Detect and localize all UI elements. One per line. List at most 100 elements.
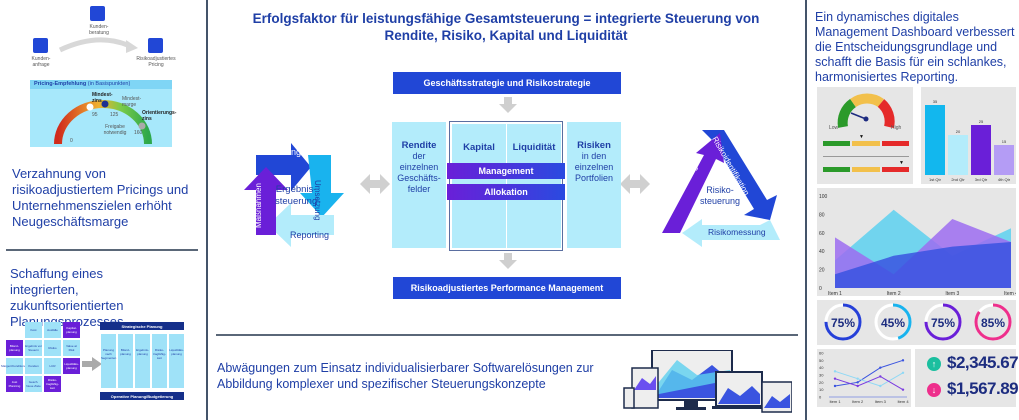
y-tick-label: 20 [819,268,825,274]
line-point [901,371,905,374]
x-tick-label: Item 4 [897,399,909,404]
bar-value-label: 35 [933,99,938,104]
ring-label: 85% [981,316,1005,330]
bar-value-label: 15 [1002,139,1007,144]
line-point [856,377,859,380]
y-tick-label: 0 [819,286,822,292]
x-tick-label: Item 3 [945,291,959,296]
line-point [833,384,837,388]
planning-tile: Kapital-planung [63,322,80,338]
bar-1 [925,105,945,175]
level-bar-1 [823,141,909,146]
x-tick-label: Item 3 [875,399,887,404]
double-arrow-left [360,174,390,194]
title-line-1: Erfolgsfaktor für leistungsfähige Gesamt… [252,11,760,26]
cycle-center-line1: Ergebnis- [275,184,317,195]
planning-tile: Margen/Konditionen [1,358,28,374]
risk-center-line2: steuerung [700,196,741,206]
management-bar: Management [447,163,565,179]
caption-dashboard: Ein dynamisches digitales Management Das… [815,10,1015,84]
flow-arrow [58,37,138,53]
bar-category-label: 2nd Qtr [951,177,965,182]
cycle-reporting: Reporting [290,230,330,240]
y-tick-label: 100 [819,194,828,200]
strategy-banner: Geschäftsstrategie und Risikostrategie [393,72,621,94]
bar-3 [971,125,991,175]
ring-progress [974,303,1012,341]
planning-tile: Risiko-tragfähig-keit [44,376,61,392]
x-tick-label: Item 1 [828,291,842,296]
arrow-down-top [499,97,517,113]
caption-pricing: Verzahnung von risikoadjustiertem Pricin… [12,166,189,229]
performance-banner: Risikoadjustiertes Performance Managemen… [393,277,621,299]
amount-value: $1,567.89 [947,379,1019,398]
line-point [856,384,859,388]
allokation-bar: Allokation [447,184,565,200]
bar-category-label: 4th Qtr [998,177,1011,182]
level-bar-2 [823,167,909,172]
bar-4 [994,145,1014,175]
label-min-marge: Mindest-marge [122,96,142,108]
line-point [833,370,837,373]
liquiditaet-label: Liquidität [512,142,556,153]
result-steering-cycle [244,143,344,247]
title-line-2: Rendite, Risiko, Kapital und Liquidität [384,28,628,43]
pricing-gauge [54,100,152,145]
x-tick-label: Item 1 [829,399,841,404]
y-tick-label: 30 [819,373,824,378]
line-point [833,377,837,380]
column-risiken: Risiken in den einzelnen Portfolien [567,122,621,248]
amount-value: $2,345.67 [947,353,1019,372]
risiken-line1: in den [581,151,607,161]
rendite-label: Rendite [401,140,437,151]
line-series-S3 [834,375,904,391]
line-series-S2 [834,370,904,387]
tick-160: 160 [134,130,143,136]
y-tick-label: 0 [819,395,822,400]
kpi-panel: 75%45%75%85% [817,300,1016,345]
gauge-low: Low [829,125,839,131]
label-freigabe: Freigabe notwendig [103,124,127,136]
step-risk-pricing: Risikoadjustiertes Pricing [136,56,176,68]
cycle-planung: Planung [268,147,302,157]
planning-tile: Kunden [25,358,42,374]
cycle-massnahmen: Maßnahmen [254,183,263,228]
speed-gauge [837,93,895,129]
divider-left [206,0,208,420]
gauge-divider [823,156,909,157]
pricing-title-bold: Pricing-Empfehlung [34,81,87,87]
bar-2 [948,135,968,175]
x-tick-label: Item 2 [887,291,901,296]
ring-progress [874,303,912,341]
divider-center-h [216,334,798,336]
ring-label: 75% [931,316,955,330]
y-tick-label: 50 [819,358,824,363]
planning-tile: Value at Risk [63,340,80,356]
planning-column: Ergebnis-planung [135,334,150,388]
line-point [879,366,882,369]
planning-tile: Liquiditäts-planung [63,358,80,374]
devices-illustration [623,350,792,413]
planning-tile: Gesch. Neue Ziele [25,376,42,392]
planning-tile: LCR [44,358,61,374]
line-point [901,359,905,362]
cycle-center: Ergebnis- steuerung [275,184,317,208]
tick-0: 0 [70,138,73,144]
column-rendite: Rendite der einzelnen Geschäfts- felder [392,122,446,248]
planning-tile: Ergebnis vor Steuern [25,340,42,356]
kpi-ring: 75% [824,303,862,341]
line-series-S1 [834,359,904,387]
label-min-zins: Mindest-zins [92,92,113,104]
pricing-title-rest: (in Basispunkten) [86,81,131,87]
ring-progress [924,303,962,341]
y-tick-label: 60 [819,351,824,356]
bar-category-label: 1st Qtr [929,177,942,182]
risk-center-line1: Risiko- [706,185,734,195]
customer-advice-icon [90,6,105,21]
rendite-line4: felder [407,184,431,194]
rendite-line1: der [412,151,426,161]
bar-category-label: 3rd Qtr [975,177,988,182]
